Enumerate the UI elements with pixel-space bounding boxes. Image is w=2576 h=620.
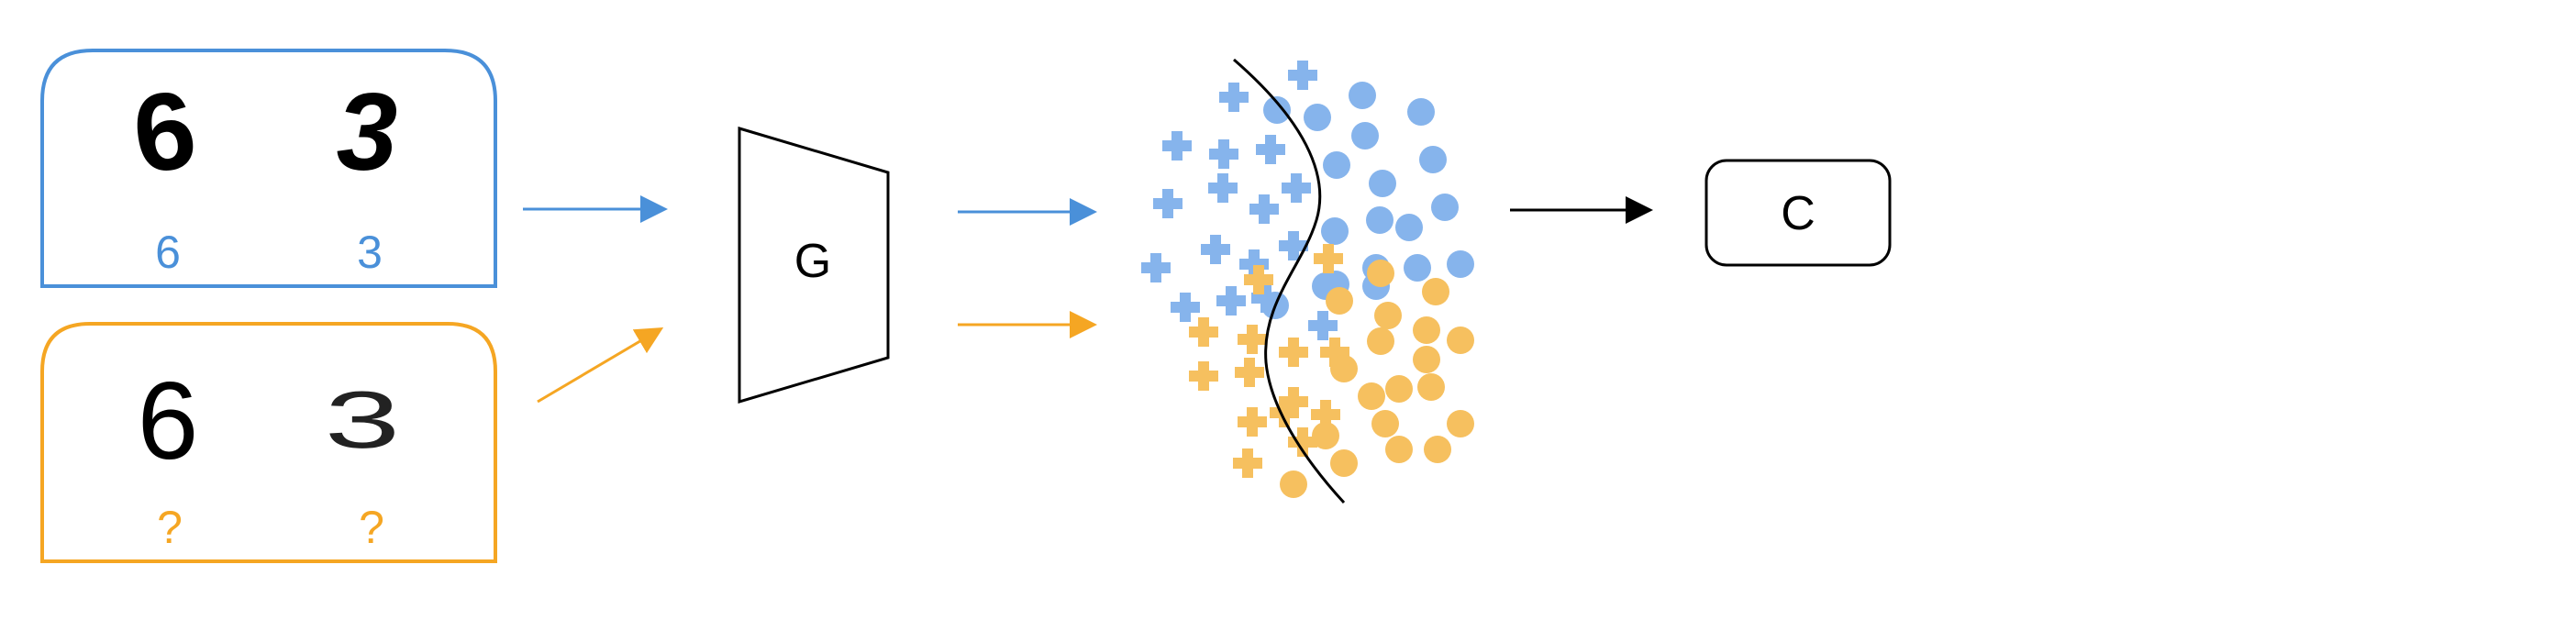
plus-marker bbox=[1256, 135, 1285, 164]
classifier-block: C bbox=[1704, 159, 1892, 267]
source-label-6: 6 bbox=[155, 227, 181, 278]
circle-marker bbox=[1349, 82, 1376, 109]
circle-marker bbox=[1419, 146, 1447, 173]
plus-marker bbox=[1282, 173, 1311, 203]
circle-marker bbox=[1385, 375, 1413, 403]
circle-marker bbox=[1263, 96, 1291, 124]
plus-marker bbox=[1238, 407, 1267, 437]
plus-marker bbox=[1279, 231, 1308, 260]
plus-marker bbox=[1208, 173, 1238, 203]
circle-marker bbox=[1312, 422, 1339, 449]
source-digit-6-image: 6 bbox=[126, 67, 204, 197]
target-digit-6-image: 6 bbox=[138, 360, 199, 482]
plus-marker bbox=[1279, 387, 1308, 416]
target-circle-markers bbox=[1280, 260, 1474, 498]
plus-marker bbox=[1201, 235, 1230, 264]
plus-marker bbox=[1162, 131, 1192, 161]
circle-marker bbox=[1413, 346, 1440, 373]
circle-marker bbox=[1447, 327, 1474, 354]
circle-marker bbox=[1358, 382, 1385, 410]
circle-marker bbox=[1326, 287, 1353, 315]
circle-marker bbox=[1369, 170, 1396, 197]
circle-marker bbox=[1321, 217, 1349, 245]
circle-marker bbox=[1404, 254, 1431, 282]
target-label-unknown-1: ? bbox=[157, 502, 183, 553]
circle-marker bbox=[1367, 260, 1394, 287]
plus-marker bbox=[1216, 286, 1246, 316]
circle-marker bbox=[1371, 410, 1399, 437]
plus-marker bbox=[1153, 189, 1183, 218]
plus-marker bbox=[1270, 398, 1299, 427]
circle-marker bbox=[1366, 206, 1393, 234]
plus-marker bbox=[1189, 317, 1218, 347]
target-panel-frame bbox=[40, 322, 497, 563]
plus-marker bbox=[1171, 293, 1200, 322]
circle-marker bbox=[1422, 278, 1449, 305]
circle-marker bbox=[1304, 104, 1331, 131]
plus-marker bbox=[1288, 427, 1317, 457]
feature-space bbox=[1141, 58, 1474, 504]
circle-marker bbox=[1374, 302, 1402, 329]
circle-marker bbox=[1417, 373, 1445, 401]
circle-marker bbox=[1395, 214, 1423, 241]
decision-boundary bbox=[1233, 58, 1346, 504]
circle-marker bbox=[1407, 98, 1435, 126]
circle-marker bbox=[1413, 316, 1440, 344]
source-panel-frame bbox=[40, 49, 497, 288]
plus-marker bbox=[1239, 249, 1269, 279]
classifier-box bbox=[1704, 159, 1892, 267]
plus-marker bbox=[1233, 448, 1262, 478]
source-digit-3-image: 3 bbox=[337, 71, 398, 194]
circle-marker bbox=[1385, 436, 1413, 463]
circle-marker bbox=[1447, 410, 1474, 437]
plus-marker bbox=[1311, 400, 1340, 429]
plus-marker bbox=[1141, 253, 1171, 282]
plus-marker bbox=[1288, 61, 1317, 90]
circle-marker bbox=[1323, 151, 1350, 179]
target-digit-3-image: 3 bbox=[325, 375, 401, 465]
circle-marker bbox=[1367, 327, 1394, 355]
source-domain-panel: 6 3 6 3 bbox=[40, 49, 497, 288]
circle-marker bbox=[1447, 250, 1474, 278]
plus-marker bbox=[1209, 139, 1238, 169]
circle-marker bbox=[1330, 449, 1358, 477]
circle-marker bbox=[1330, 355, 1358, 382]
source-label-3: 3 bbox=[357, 227, 383, 278]
circle-marker bbox=[1431, 194, 1459, 221]
plus-marker bbox=[1244, 265, 1273, 294]
circle-marker bbox=[1424, 436, 1451, 463]
plus-marker bbox=[1238, 325, 1267, 354]
plus-marker bbox=[1320, 338, 1349, 367]
generator-block: G bbox=[738, 126, 890, 404]
generator-label: G bbox=[794, 235, 831, 288]
circle-marker bbox=[1351, 122, 1379, 149]
plus-marker bbox=[1314, 244, 1343, 273]
target-to-generator-arrow bbox=[537, 327, 664, 404]
plus-marker bbox=[1279, 338, 1308, 367]
classifier-label: C bbox=[1781, 187, 1815, 240]
target-plus-markers bbox=[1189, 244, 1349, 478]
source-plus-markers bbox=[1141, 61, 1338, 340]
plus-marker bbox=[1308, 311, 1338, 340]
plus-marker bbox=[1249, 194, 1279, 224]
target-label-unknown-2: ? bbox=[359, 502, 384, 553]
target-domain-panel: 6 3 ? ? bbox=[40, 322, 497, 563]
plus-marker bbox=[1235, 358, 1264, 387]
generator-trapezoid bbox=[738, 126, 890, 404]
circle-marker bbox=[1280, 471, 1307, 498]
plus-marker bbox=[1189, 361, 1218, 391]
plus-marker bbox=[1219, 83, 1249, 112]
